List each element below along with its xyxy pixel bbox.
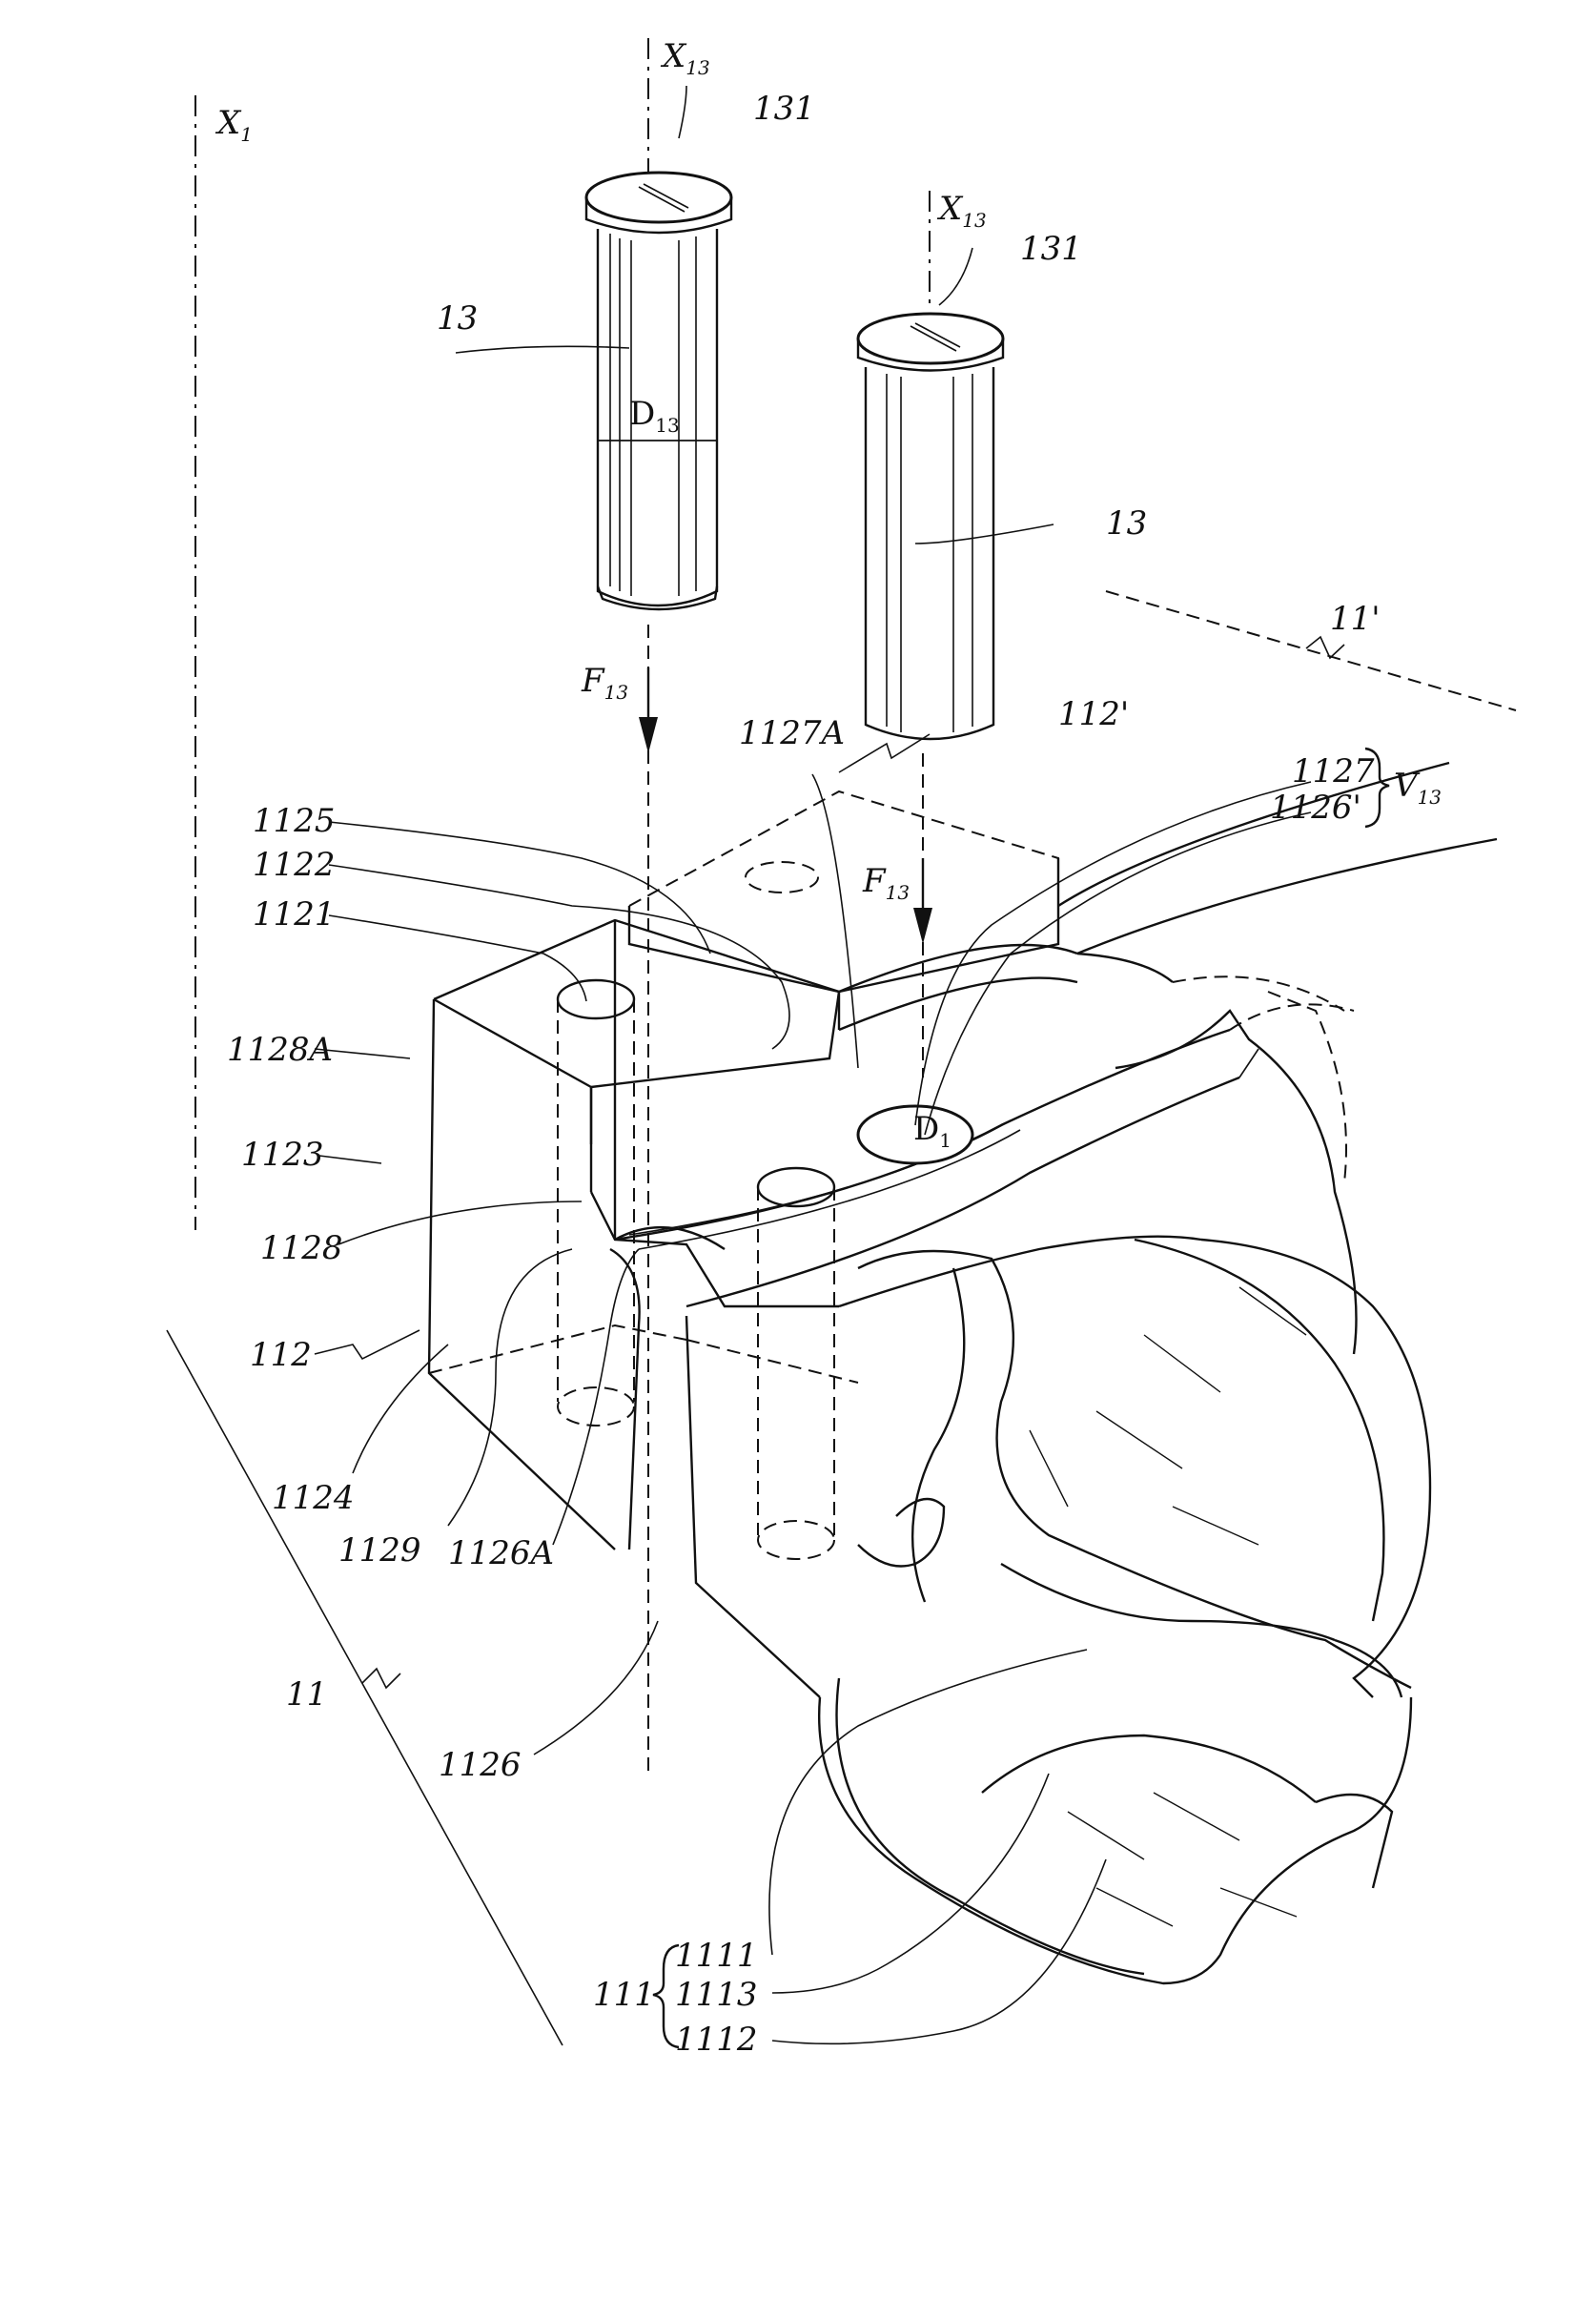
label-1126A: 1126A xyxy=(448,1534,554,1572)
label-1122: 1122 xyxy=(253,846,336,884)
label-1127: 1127 xyxy=(1292,752,1375,790)
block-112 xyxy=(429,920,858,1697)
label-d13: D13 xyxy=(629,395,680,437)
groove-band xyxy=(615,763,1497,1306)
zig-112-prime xyxy=(839,734,930,772)
label-1123: 1123 xyxy=(241,1136,324,1174)
label-f13-left: F13 xyxy=(581,662,628,704)
block-112-prime xyxy=(629,791,1058,1030)
label-x13-left: X13 xyxy=(660,37,710,79)
label-f13-right: F13 xyxy=(862,862,910,904)
label-11: 11 xyxy=(286,1675,327,1714)
arrow-f13-left xyxy=(639,667,658,753)
label-131-left: 131 xyxy=(753,90,815,128)
label-112-prime: 112' xyxy=(1058,695,1129,733)
label-111: 111 xyxy=(593,1976,655,2014)
bracket-11-tick xyxy=(362,1669,400,1688)
label-1113: 1113 xyxy=(675,1976,758,2014)
label-x1: X1 xyxy=(215,104,253,146)
label-1111: 1111 xyxy=(675,1937,758,1975)
bracket-11 xyxy=(167,1330,563,2045)
label-1125: 1125 xyxy=(253,802,336,840)
label-1128A: 1128A xyxy=(227,1031,333,1069)
label-1121: 1121 xyxy=(253,895,336,934)
label-1127A: 1127A xyxy=(739,714,845,752)
label-1129: 1129 xyxy=(338,1531,421,1570)
pin-13-right xyxy=(858,314,1003,739)
label-112: 112 xyxy=(250,1336,312,1374)
bracket-11-prime xyxy=(1106,591,1516,710)
pin-13-left xyxy=(586,173,731,609)
label-x13-right: X13 xyxy=(936,190,987,232)
label-131-right: 131 xyxy=(1020,230,1082,268)
label-11-prime: 11' xyxy=(1330,600,1381,638)
label-1128: 1128 xyxy=(260,1229,343,1267)
label-1112: 1112 xyxy=(675,2021,758,2059)
label-13-right: 13 xyxy=(1106,504,1147,543)
bracket-11-prime-zig xyxy=(1306,637,1344,658)
label-1126: 1126 xyxy=(439,1746,522,1784)
zig-112 xyxy=(315,1330,419,1359)
label-v13: V13 xyxy=(1394,767,1442,809)
label-1126-prime: 1126' xyxy=(1270,789,1361,827)
arrow-f13-right xyxy=(913,858,932,944)
label-1124: 1124 xyxy=(272,1479,355,1517)
label-13-left: 13 xyxy=(437,299,478,338)
